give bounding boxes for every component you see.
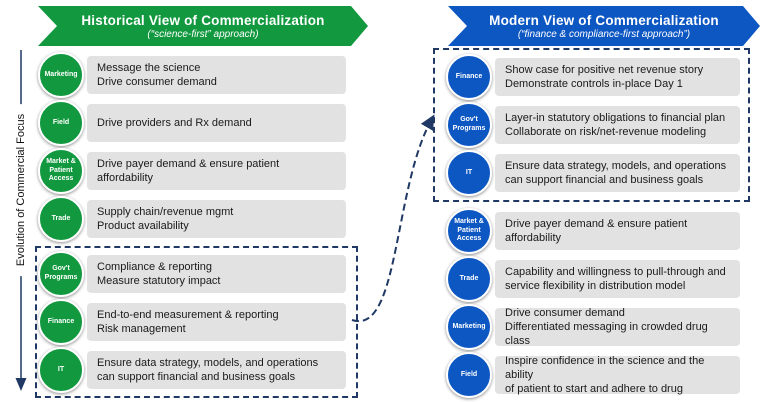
evolution-axis-label: Evolution of Commercial Focus	[12, 103, 30, 277]
historical-title: Historical View of Commercialization	[81, 12, 325, 28]
transition-arrow-path	[351, 114, 435, 323]
modern-title: Modern View of Commercialization	[489, 12, 719, 28]
row-trade: Trade Supply chain/revenue mgmt Product …	[38, 196, 346, 242]
historical-banner: Historical View of Commercialization (“s…	[38, 6, 368, 46]
it-description: Ensure data strategy, models, and operat…	[495, 154, 740, 192]
trade-description: Supply chain/revenue mgmt Product availa…	[87, 200, 346, 238]
field-description: Inspire confidence in the science and th…	[495, 355, 740, 395]
it-description: Ensure data strategy, models, and operat…	[87, 351, 346, 389]
trade-badge: Trade	[38, 196, 84, 242]
row-marketing: Marketing Drive consumer demand Differen…	[446, 304, 740, 350]
row-marketing: Marketing Message the science Drive cons…	[38, 52, 346, 98]
trade-description: Capability and willingness to pull-throu…	[495, 260, 740, 298]
finance-badge: Finance	[446, 54, 492, 100]
row-trade: Trade Capability and willingness to pull…	[446, 256, 740, 302]
row-govt-programs: Gov't Programs Layer-in statutory obliga…	[446, 102, 740, 148]
marketing-description: Message the science Drive consumer deman…	[87, 56, 346, 94]
field-badge: Field	[446, 352, 492, 398]
modern-subtitle: (“finance & compliance-first approach”)	[517, 28, 691, 40]
row-market-patient-access: Market & Patient Access Drive payer dema…	[38, 148, 346, 194]
field-description: Drive providers and Rx demand	[87, 104, 346, 142]
row-field: Field Drive providers and Rx demand	[38, 100, 346, 146]
marketing-description: Drive consumer demand Differentiated mes…	[495, 307, 740, 347]
marketing-badge: Marketing	[446, 304, 492, 350]
govt-programs-badge: Gov't Programs	[38, 251, 84, 297]
row-finance: Finance End-to-end measurement & reporti…	[38, 299, 346, 345]
finance-description: End-to-end measurement & reporting Risk …	[87, 303, 346, 341]
historical-highlight-box: Gov't Programs Compliance & reporting Me…	[35, 246, 358, 398]
modern-rows: Finance Show case for positive net reven…	[433, 48, 750, 398]
govt-programs-description: Compliance & reporting Measure statutory…	[87, 255, 346, 293]
finance-description: Show case for positive net revenue story…	[495, 58, 740, 96]
row-finance: Finance Show case for positive net reven…	[446, 54, 740, 100]
market-patient-access-badge: Market & Patient Access	[446, 208, 492, 254]
modern-column: Modern View of Commercialization (“finan…	[433, 6, 750, 400]
market-patient-access-description: Drive payer demand & ensure patient affo…	[87, 152, 346, 190]
historical-subtitle: (“science-first” approach)	[147, 28, 259, 40]
market-patient-access-description: Drive payer demand & ensure patient affo…	[495, 212, 740, 250]
row-market-patient-access: Market & Patient Access Drive payer dema…	[446, 208, 740, 254]
trade-badge: Trade	[446, 256, 492, 302]
historical-rows: Marketing Message the science Drive cons…	[35, 52, 358, 398]
finance-badge: Finance	[38, 299, 84, 345]
modern-banner: Modern View of Commercialization (“finan…	[448, 6, 760, 46]
field-badge: Field	[38, 100, 84, 146]
market-patient-access-badge: Market & Patient Access	[38, 148, 84, 194]
marketing-badge: Marketing	[38, 52, 84, 98]
axis-down-arrow-icon	[15, 378, 27, 391]
modern-highlight-box: Finance Show case for positive net reven…	[433, 48, 750, 202]
it-badge: IT	[446, 150, 492, 196]
historical-column: Historical View of Commercialization (“s…	[35, 6, 358, 398]
it-badge: IT	[38, 347, 84, 393]
row-govt-programs: Gov't Programs Compliance & reporting Me…	[38, 251, 346, 297]
govt-programs-badge: Gov't Programs	[446, 102, 492, 148]
row-it: IT Ensure data strategy, models, and ope…	[446, 150, 740, 196]
row-field: Field Inspire confidence in the science …	[446, 352, 740, 398]
row-it: IT Ensure data strategy, models, and ope…	[38, 347, 346, 393]
govt-programs-description: Layer-in statutory obligations to financ…	[495, 106, 740, 144]
